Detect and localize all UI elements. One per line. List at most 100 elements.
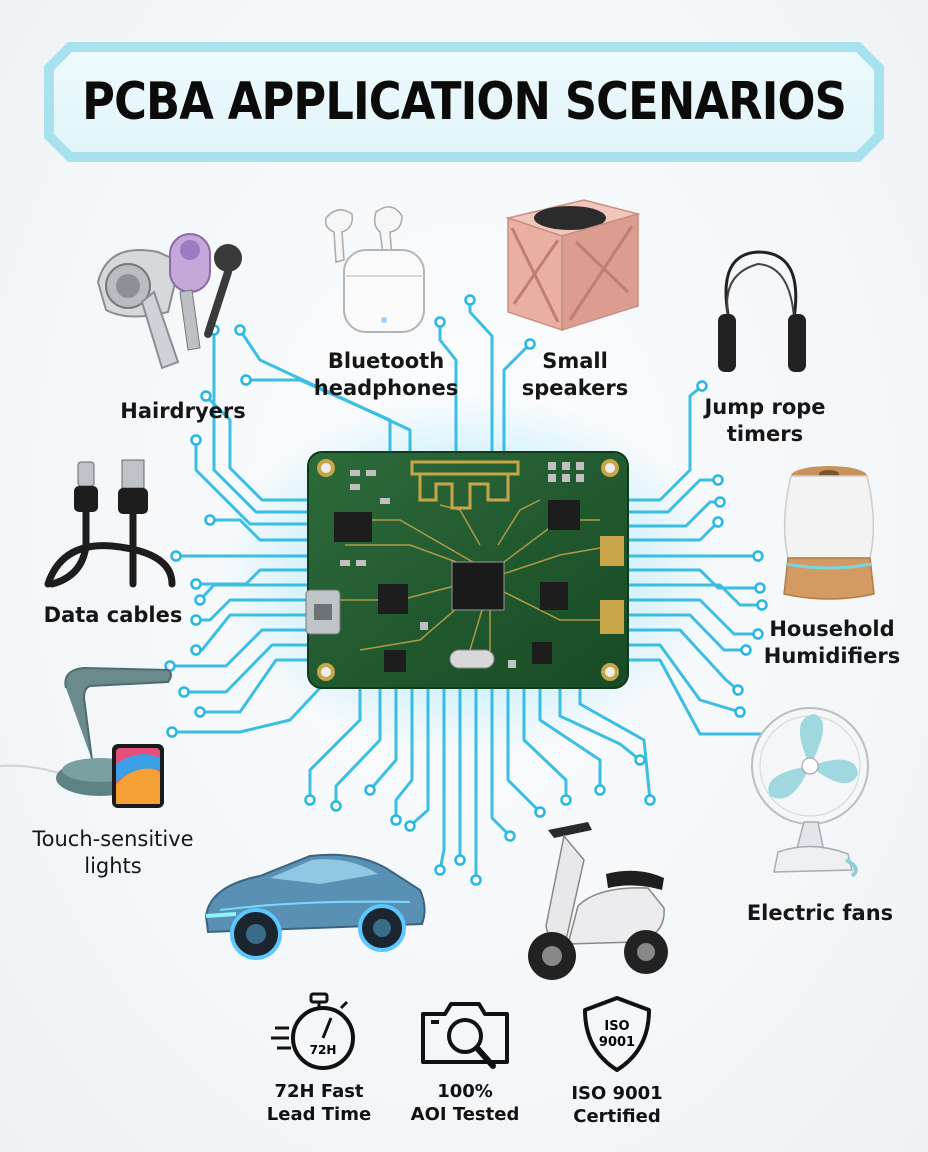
circuit-trace (522, 686, 568, 802)
trace-endpoint (634, 754, 646, 766)
trace-endpoint (390, 814, 402, 826)
circuit-trace (626, 478, 720, 514)
circuit-trace (168, 628, 310, 668)
circuit-trace (490, 686, 512, 838)
circuit-trace (502, 342, 532, 454)
desk-lamp-icon (0, 666, 172, 808)
trace-endpoint (234, 324, 246, 336)
trace-endpoint (534, 806, 546, 818)
usb-cable-icon (44, 459, 176, 588)
circuit-trace (626, 628, 740, 692)
trace-endpoint (434, 864, 446, 876)
label-jump-rope-timers-line2: timers (726, 422, 804, 446)
trace-endpoint (204, 514, 216, 526)
label-bluetooth-headphones: Bluetooth headphones (296, 348, 476, 402)
label-household-humidifiers-line2: Humidifiers (763, 644, 901, 668)
page-title: PCBA APPLICATION SCENARIOS (82, 72, 846, 132)
trace-endpoint (470, 874, 482, 886)
label-household-humidifiers-line1: Household (769, 617, 895, 641)
jump-rope-icon (718, 250, 806, 372)
trace-endpoint (404, 820, 416, 832)
feature-lead-time-line2: Lead Time (266, 1104, 372, 1125)
circuit-trace (626, 568, 762, 590)
trace-endpoint (594, 784, 606, 796)
trace-endpoint (240, 374, 252, 386)
trace-endpoint (752, 550, 764, 562)
trace-endpoint (504, 830, 516, 842)
trace-endpoint (190, 578, 202, 590)
label-hairdryers-text: Hairdryers (120, 399, 246, 423)
label-data-cables-text: Data cables (43, 603, 183, 627)
circuit-trace (212, 328, 310, 514)
trace-endpoint (364, 784, 376, 796)
speaker-cube-icon (505, 199, 641, 332)
label-electric-fans: Electric fans (738, 900, 902, 927)
earbuds-icon (324, 206, 425, 333)
shield-icon: ISO 9001 (583, 996, 651, 1072)
trace-endpoint (740, 644, 752, 656)
circuit-trace (198, 658, 310, 714)
title-banner-inner: PCBA APPLICATION SCENARIOS (54, 52, 874, 152)
label-jump-rope-timers: Jump rope timers (690, 394, 840, 448)
camera-magnifier-icon (421, 1002, 509, 1069)
trace-endpoint (190, 614, 202, 626)
trace-endpoint (756, 599, 768, 611)
feature-iso-certified-line2: Certified (573, 1106, 661, 1127)
feature-lead-time: 72H 72H Fast Lead Time (244, 992, 394, 1126)
circuit-trace (208, 518, 310, 542)
feature-aoi-tested-line1: 100% (437, 1081, 493, 1102)
trace-endpoint (714, 496, 726, 508)
humidifier-icon (783, 466, 875, 600)
circuit-trace (408, 686, 430, 828)
trace-endpoint (178, 686, 190, 698)
stopwatch-icon-text: 72H (310, 1043, 337, 1057)
label-touch-sensitive-lights-line2: lights (84, 854, 142, 878)
circuit-trace (238, 328, 412, 454)
circuit-trace (558, 686, 642, 762)
feature-iso-certified: ISO 9001 ISO 9001 Certified (542, 994, 692, 1128)
trace-endpoint (524, 338, 536, 350)
circuit-trace (626, 583, 764, 607)
label-small-speakers-line2: speakers (521, 376, 629, 400)
circuit-trace (626, 520, 720, 542)
label-data-cables: Data cables (30, 602, 196, 629)
circuit-trace (626, 613, 748, 652)
feature-aoi-tested: 100% AOI Tested (390, 996, 540, 1126)
circuit-trace (194, 598, 310, 622)
trace-endpoint (454, 854, 466, 866)
trace-endpoint (190, 644, 202, 656)
feature-lead-time-line1: 72H Fast (274, 1081, 364, 1102)
label-touch-sensitive-lights-line1: Touch-sensitive (32, 827, 194, 851)
circuit-trace (394, 686, 414, 822)
trace-endpoint (170, 550, 182, 562)
circuit-trace (626, 598, 760, 636)
feature-aoi-tested-line2: AOI Tested (410, 1104, 520, 1125)
title-banner: PCBA APPLICATION SCENARIOS (44, 42, 884, 162)
trace-endpoint (330, 800, 342, 812)
label-bluetooth-headphones-line2: headphones (313, 376, 459, 400)
trace-endpoint (712, 516, 724, 528)
circuit-trace (438, 686, 446, 872)
label-household-humidifiers: Household Humidifiers (756, 616, 908, 670)
trace-endpoint (712, 474, 724, 486)
trace-endpoint (752, 628, 764, 640)
electric-scooter-icon (528, 822, 668, 980)
trace-endpoint (560, 794, 572, 806)
circuit-trace (308, 686, 362, 802)
trace-endpoint (734, 706, 746, 718)
trace-endpoint (696, 380, 708, 392)
shield-icon-text-2: 9001 (599, 1035, 635, 1050)
trace-endpoint (644, 794, 656, 806)
hairdryer-icon (96, 233, 242, 370)
circuit-trace (198, 583, 310, 602)
circuit-trace (194, 438, 310, 526)
circuit-trace (538, 686, 602, 792)
label-electric-fans-text: Electric fans (746, 901, 894, 925)
trace-endpoint (194, 706, 206, 718)
circuit-trace (438, 320, 458, 454)
trace-endpoint (200, 390, 212, 402)
circuit-trace (170, 686, 322, 734)
fan-icon (751, 707, 869, 878)
trace-endpoint (732, 684, 744, 696)
